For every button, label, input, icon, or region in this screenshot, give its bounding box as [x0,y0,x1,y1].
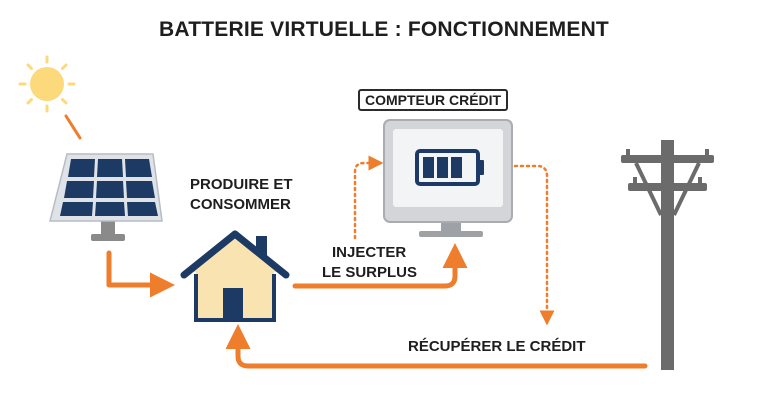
solar-panel-icon [49,153,163,241]
produce-label-line1: PRODUIRE ET [190,176,293,193]
house-icon [180,230,290,322]
meter-label: COMPTEUR CRÉDIT [358,89,509,111]
to-meter-dotted-arrow [353,155,384,240]
recover-credit-arrow [225,323,648,369]
produce-consume-label: PRODUIRE ET CONSOMMER [190,175,293,215]
inject-label-line2: LE SURPLUS [322,264,418,281]
sun-ray-line [64,114,82,140]
monitor-icon [383,119,513,237]
inject-label-line1: INJECTER [332,244,407,261]
diagram-title: BATTERIE VIRTUELLE : FONCTIONNEMENT [159,18,609,41]
battery-icon [415,149,484,186]
power-pole-icon [621,140,714,370]
inject-surplus-arrow [292,242,468,289]
recover-credit-label: RÉCUPÉRER LE CRÉDIT [408,338,586,355]
produce-label-line2: CONSOMMER [190,196,291,213]
panel-to-house-arrow [106,250,176,298]
from-meter-dotted-arrow [513,164,555,326]
inject-surplus-label: INJECTER LE SURPLUS [322,243,417,283]
sun-icon [18,55,76,113]
